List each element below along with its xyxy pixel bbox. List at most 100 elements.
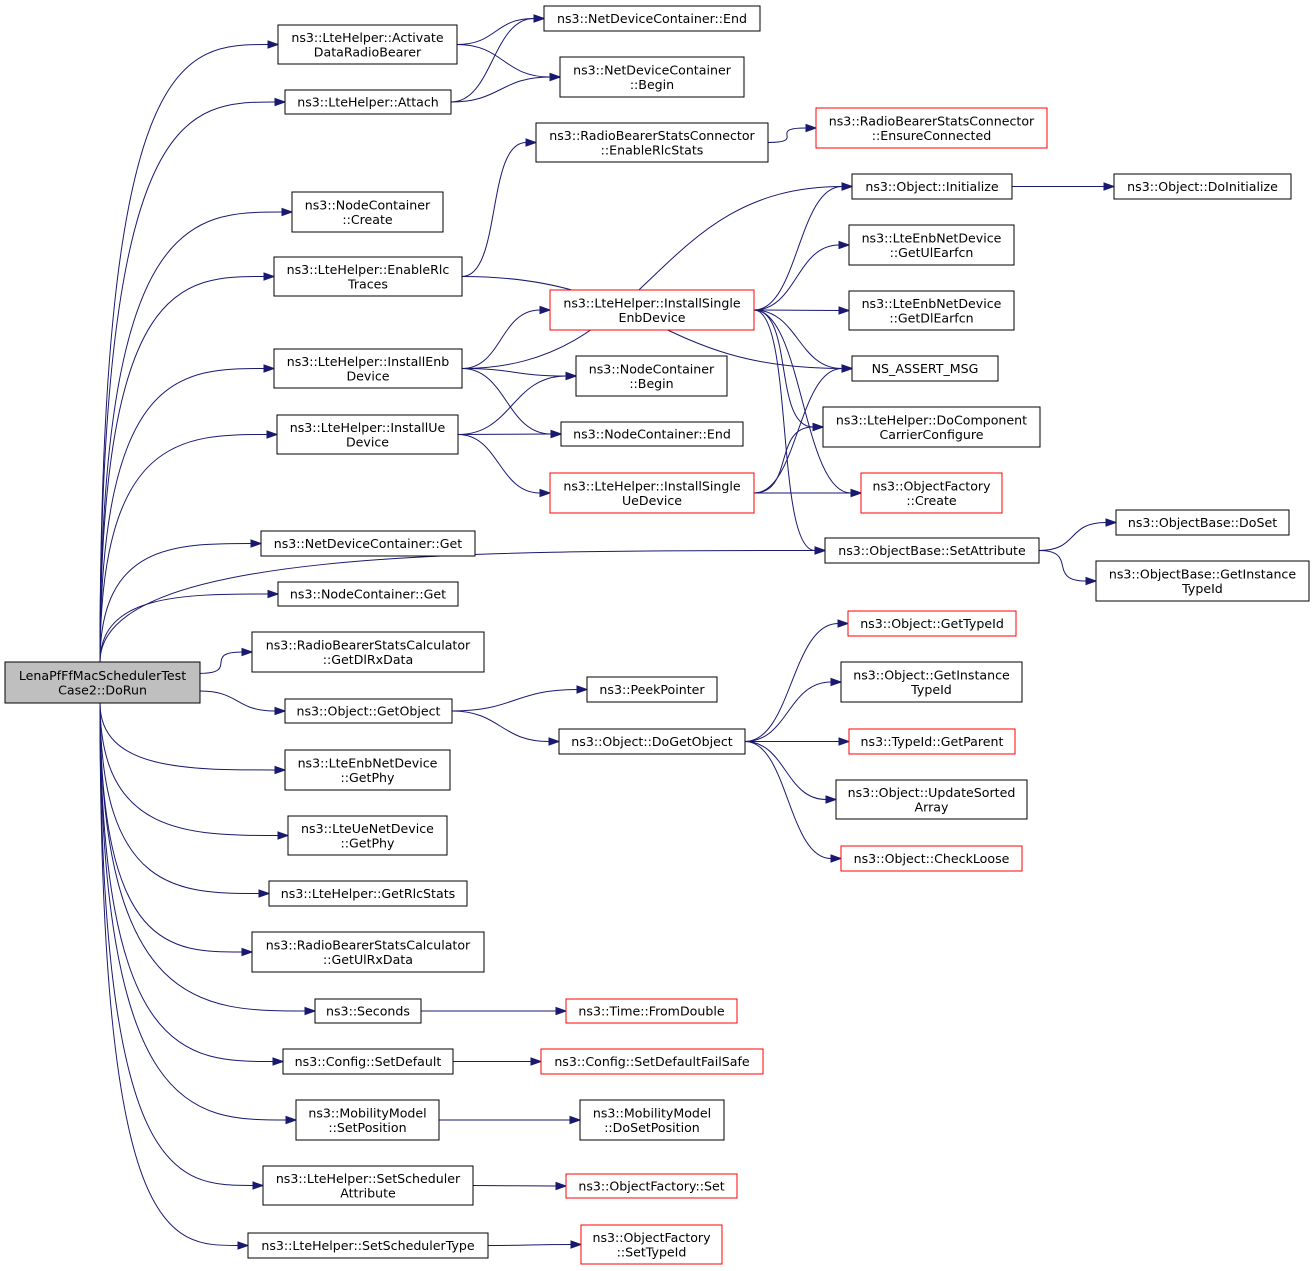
function-node-n25[interactable]: ns3::NetDeviceContainer::Get <box>260 530 476 557</box>
node-box <box>851 173 1013 200</box>
node-label-line: UeDevice <box>622 493 682 508</box>
function-node-n16[interactable]: ns3::LteHelper::DoComponentCarrierConfig… <box>822 406 1041 448</box>
call-edge-n24-n17 <box>753 488 863 498</box>
arrowhead <box>241 947 254 957</box>
function-node-n31[interactable]: ns3::Object::GetTypeId <box>847 610 1017 637</box>
function-node-n48[interactable]: ns3::LteHelper::SetSchedulerType <box>247 1232 489 1259</box>
function-node-n7[interactable]: ns3::RadioBearerStatsConnector::EnableRl… <box>535 122 769 163</box>
call-edge-root-n27 <box>199 647 254 674</box>
node-label-line: ns3::ObjectBase::SetAttribute <box>838 543 1026 558</box>
node-box <box>295 1099 440 1141</box>
arrowhead <box>241 647 254 657</box>
function-node-n18[interactable]: ns3::ObjectBase::SetAttribute <box>824 537 1040 564</box>
function-node-n36[interactable]: ns3::LteEnbNetDevice::GetPhy <box>284 749 451 791</box>
call-edge-n11-n17 <box>753 309 863 498</box>
arrowhead <box>1085 576 1098 586</box>
call-edge-n10-n11 <box>461 305 552 369</box>
function-node-n17[interactable]: ns3::ObjectFactory::Create <box>860 472 1003 514</box>
function-node-n28[interactable]: ns3::Object::GetObject <box>284 698 453 724</box>
call-edge-n18-n19 <box>1038 518 1118 551</box>
function-node-n35[interactable]: ns3::Object::CheckLoose <box>840 845 1023 872</box>
function-node-n22[interactable]: ns3::NodeContainer::End <box>560 421 744 447</box>
node-box <box>848 290 1015 331</box>
node-label-line: ns3::LteHelper::Attach <box>297 95 439 110</box>
arrowhead <box>237 1241 250 1250</box>
function-node-n19[interactable]: ns3::ObjectBase::DoSet <box>1115 509 1290 536</box>
arrowhead <box>263 272 276 281</box>
function-node-n3[interactable]: ns3::NetDeviceContainer::Begin <box>559 56 745 98</box>
function-node-n42[interactable]: ns3::Config::SetDefault <box>282 1048 454 1075</box>
function-node-n45[interactable]: ns3::MobilityModel::DoSetPosition <box>579 1099 725 1141</box>
function-node-n38[interactable]: ns3::LteHelper::GetRlcStats <box>268 880 468 907</box>
call-edge-n30-n34 <box>744 741 838 804</box>
function-node-n37[interactable]: ns3::LteUeNetDevice::GetPhy <box>287 815 448 856</box>
call-edges <box>99 14 1118 1250</box>
function-node-n30[interactable]: ns3::Object::DoGetObject <box>558 728 746 755</box>
function-node-n49[interactable]: ns3::ObjectFactory::SetTypeId <box>580 1224 723 1265</box>
arrowhead <box>285 1115 298 1125</box>
function-node-n2[interactable]: ns3::NetDeviceContainer::End <box>543 5 761 32</box>
function-node-n9[interactable]: NS_ASSERT_MSG <box>851 355 999 382</box>
function-node-n27[interactable]: ns3::RadioBearerStatsCalculator::GetDlRx… <box>251 631 485 673</box>
node-label-line: Array <box>915 799 949 814</box>
node-label-line: NS_ASSERT_MSG <box>872 361 979 376</box>
arrowhead <box>814 546 827 555</box>
function-node-n4[interactable]: ns3::LteHelper::Attach <box>284 89 452 115</box>
function-node-n43[interactable]: ns3::Config::SetDefaultFailSafe <box>540 1048 764 1075</box>
arrowhead <box>281 207 294 217</box>
function-node-n47[interactable]: ns3::ObjectFactory::Set <box>565 1173 738 1199</box>
node-box <box>586 676 718 703</box>
function-node-n14[interactable]: ns3::LteEnbNetDevice::GetUlEarfcn <box>848 224 1015 266</box>
call-edge-n40-n41 <box>420 1006 568 1016</box>
function-node-n8[interactable]: ns3::RadioBearerStatsConnector::EnsureCo… <box>815 107 1048 149</box>
arrowhead <box>576 685 589 694</box>
node-label-line: Traces <box>347 276 388 291</box>
node-label-line: ns3::Config::SetDefault <box>295 1054 442 1069</box>
node-label-line: ns3::LteHelper::InstallUe <box>290 420 446 435</box>
node-box <box>291 191 444 233</box>
arrowhead <box>1103 182 1116 191</box>
call-edge-n7-n8 <box>767 123 818 143</box>
function-node-n5[interactable]: ns3::NodeContainer::Create <box>291 191 444 233</box>
function-node-n21[interactable]: ns3::NodeContainer::Begin <box>575 355 728 397</box>
call-edge-root-n26 <box>99 589 280 663</box>
function-node-n29[interactable]: ns3::PeekPointer <box>586 676 718 703</box>
node-box <box>1115 509 1290 536</box>
function-node-n15[interactable]: ns3::LteEnbNetDevice::GetDlEarfcn <box>848 290 1015 331</box>
node-label-line: ns3::Object::DoGetObject <box>571 734 732 749</box>
function-node-n39[interactable]: ns3::RadioBearerStatsCalculator::GetUlRx… <box>251 931 485 973</box>
node-box <box>549 472 755 514</box>
node-box <box>1113 173 1292 200</box>
node-box <box>840 661 1023 703</box>
function-node-n41[interactable]: ns3::Time::FromDouble <box>565 998 738 1024</box>
function-node-n40[interactable]: ns3::Seconds <box>314 998 422 1024</box>
arrowhead <box>267 40 280 49</box>
call-edge-n11-n14 <box>753 240 851 311</box>
function-node-n33[interactable]: ns3::TypeId::GetParent <box>848 728 1016 755</box>
node-label-line: ::GetPhy <box>341 835 396 850</box>
node-box <box>247 1232 489 1259</box>
node-label-line: ns3::RadioBearerStatsCalculator <box>266 937 471 952</box>
function-node-n12[interactable]: ns3::Object::Initialize <box>851 173 1013 200</box>
node-label-line: ns3::NodeContainer::End <box>573 427 731 442</box>
function-node-n26[interactable]: ns3::NodeContainer::Get <box>277 581 459 607</box>
function-node-n13[interactable]: ns3::Object::DoInitialize <box>1113 173 1292 200</box>
arrowhead <box>252 1181 265 1190</box>
node-label-line: ns3::Object::DoInitialize <box>1127 179 1278 194</box>
node-label-line: ns3::Object::GetObject <box>296 704 440 719</box>
function-node-n44[interactable]: ns3::MobilityModel::SetPosition <box>295 1099 440 1141</box>
call-edge-n11-n18 <box>753 309 827 555</box>
node-label-line: ns3::NodeContainer::Get <box>290 587 446 602</box>
arrowhead <box>530 1057 543 1066</box>
